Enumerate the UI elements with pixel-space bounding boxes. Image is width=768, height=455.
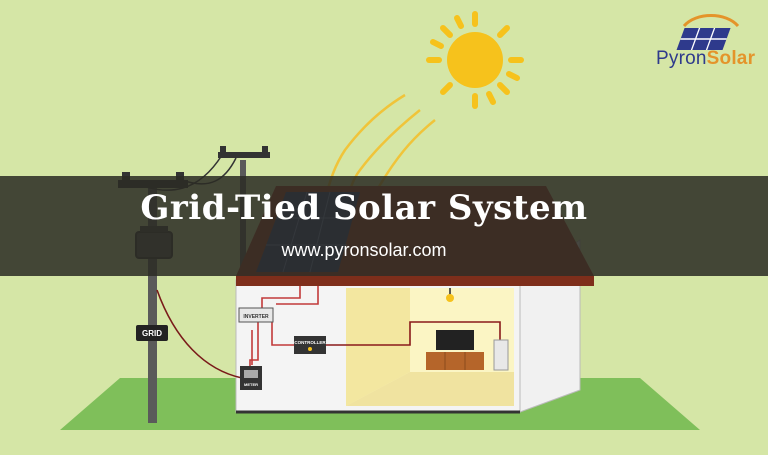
brand-name: PyronSolar — [656, 48, 755, 70]
grid-label: GRID — [142, 329, 162, 338]
meter-box: METER — [240, 366, 262, 390]
brand-name-part2: Solar — [706, 48, 756, 69]
page-title: Grid-Tied Solar System — [140, 188, 588, 228]
inverter-box: INVERTER — [238, 307, 274, 323]
tv-icon — [426, 330, 484, 370]
light-bulb-icon — [446, 294, 454, 302]
controller-label: CONTROLLER — [294, 340, 326, 345]
pyronsolar-logo-icon — [676, 14, 740, 50]
sun-icon — [426, 11, 524, 109]
brand-name-part1: Pyron — [656, 48, 707, 69]
website-url: www.pyronsolar.com — [281, 240, 447, 260]
meter-label: METER — [244, 382, 258, 387]
title-banner — [0, 176, 768, 276]
controller-box: CONTROLLER — [294, 336, 326, 354]
wiring — [156, 286, 501, 379]
inverter-label: INVERTER — [243, 314, 269, 320]
fridge-icon — [493, 339, 509, 371]
